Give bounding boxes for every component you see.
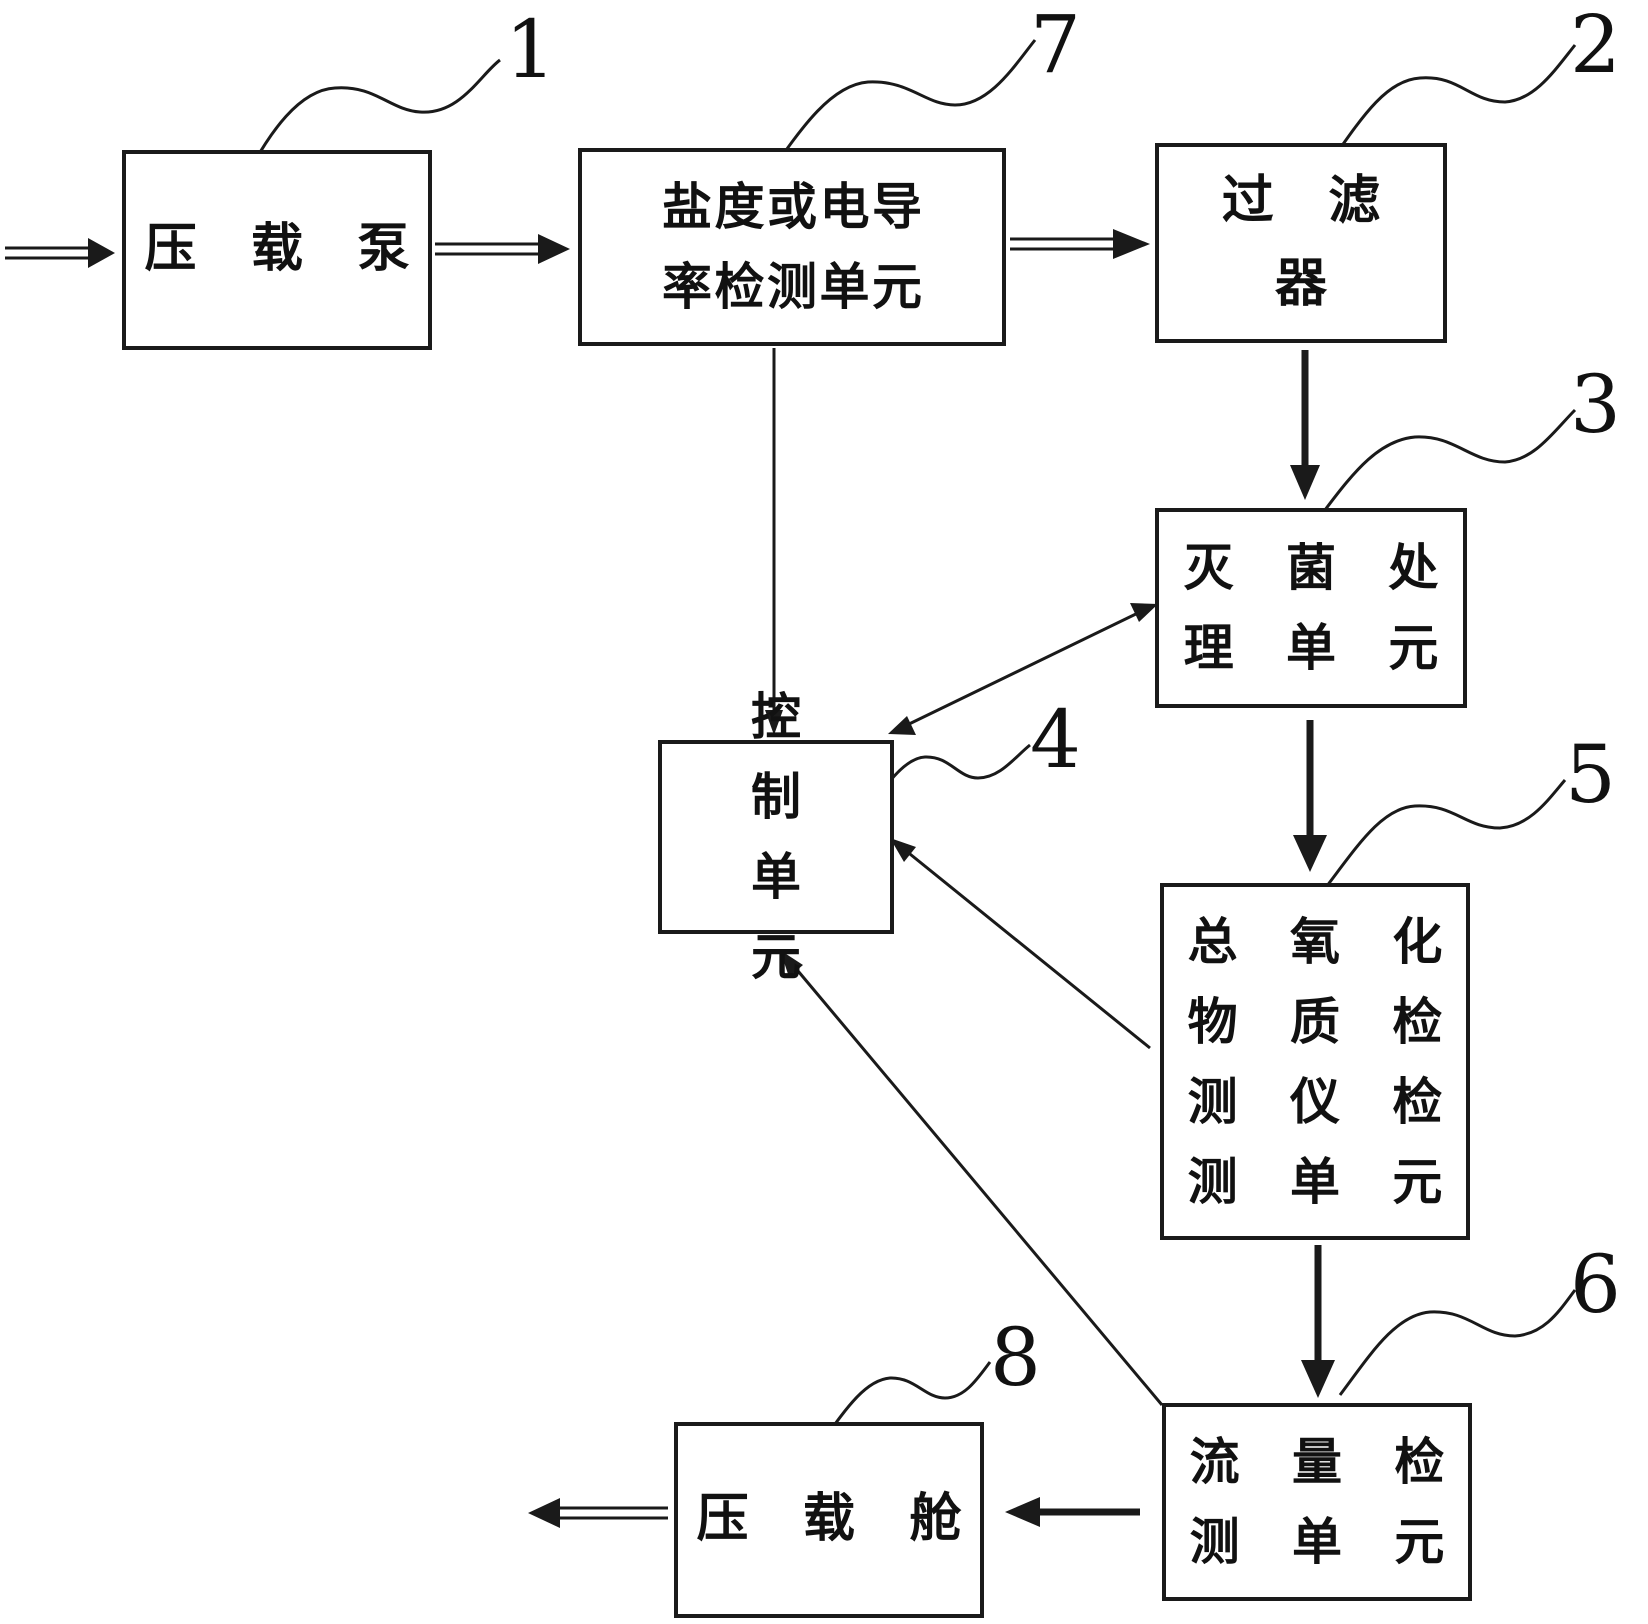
salinity-to-control-arrow [765, 348, 783, 735]
ref-number-3: 3 [1570, 358, 1621, 451]
leader-line-3 [1323, 408, 1577, 511]
ref-number-8: 8 [990, 1311, 1041, 1404]
salinity-label-line1: 盐度或电导 [662, 178, 925, 236]
pump-to-salinity-arrow [435, 234, 570, 264]
sterilize-label-line1: 灭 菌 处 [1183, 539, 1456, 597]
total-oxide-detection-block: 总 氧 化 物 质 检 测 仪 检 测 单 元 [1160, 883, 1470, 1240]
ref-number-1: 1 [505, 3, 556, 96]
sterilize-to-toc-arrow [1293, 720, 1327, 872]
output-flow-arrow [528, 1498, 668, 1528]
control-label-line2: 单 元 [751, 848, 831, 986]
ballast-pump-label: 压 载 泵 [144, 219, 428, 280]
toc-to-control-arrow [890, 838, 1151, 1050]
ref-number-4: 4 [1030, 693, 1081, 786]
toc-to-flow-arrow [1301, 1245, 1335, 1398]
sterilization-treatment-block: 灭 菌 处 理 单 元 [1155, 508, 1467, 708]
flow-detection-block: 流 量 检 测 单 元 [1162, 1403, 1472, 1601]
salinity-label-line2: 率检测单元 [662, 258, 925, 316]
leader-line-4 [868, 743, 1031, 811]
flow-to-control-arrow [780, 950, 1164, 1406]
filter-label: 过 滤 器 [1221, 170, 1399, 314]
control-label-line1: 控 制 [751, 688, 831, 826]
toc-label-line2: 物 质 检 [1187, 992, 1460, 1051]
leader-line-1 [241, 58, 501, 184]
ballast-tank-block: 压 载 舱 [674, 1422, 984, 1618]
leader-line-5 [1318, 779, 1567, 896]
flow-label-line2: 测 单 元 [1189, 1513, 1462, 1571]
ref-number-5: 5 [1565, 728, 1616, 821]
flow-to-tank-arrow [1005, 1497, 1140, 1527]
leader-line-2 [1323, 44, 1577, 171]
sterilize-label-line2: 理 单 元 [1183, 619, 1456, 677]
ref-number-7: 7 [1030, 0, 1081, 91]
ballast-tank-label: 压 载 舱 [696, 1489, 980, 1550]
flow-label-line1: 流 量 检 [1189, 1433, 1462, 1491]
leader-line-6 [1338, 1289, 1577, 1396]
sterilize-control-bidirectional-arrow [888, 603, 1158, 735]
ref-number-2: 2 [1570, 0, 1621, 91]
filter-to-sterilize-arrow [1290, 350, 1320, 500]
toc-label-line4: 测 单 元 [1187, 1152, 1460, 1211]
toc-label-line3: 测 仪 检 [1187, 1072, 1460, 1131]
salinity-conductivity-detection-block: 盐度或电导 率检测单元 [578, 148, 1006, 346]
ballast-pump-block: 压 载 泵 [122, 150, 432, 350]
filter-block: 过 滤 器 [1155, 143, 1447, 343]
toc-label-line1: 总 氧 化 [1187, 912, 1460, 971]
leader-line-7 [763, 39, 1037, 181]
ref-number-6: 6 [1570, 1238, 1621, 1331]
salinity-to-filter-arrow [1010, 229, 1150, 259]
control-unit-block: 控 制 单 元 [658, 688, 894, 986]
leader-line-8 [818, 1361, 992, 1446]
input-flow-arrow [5, 238, 115, 268]
